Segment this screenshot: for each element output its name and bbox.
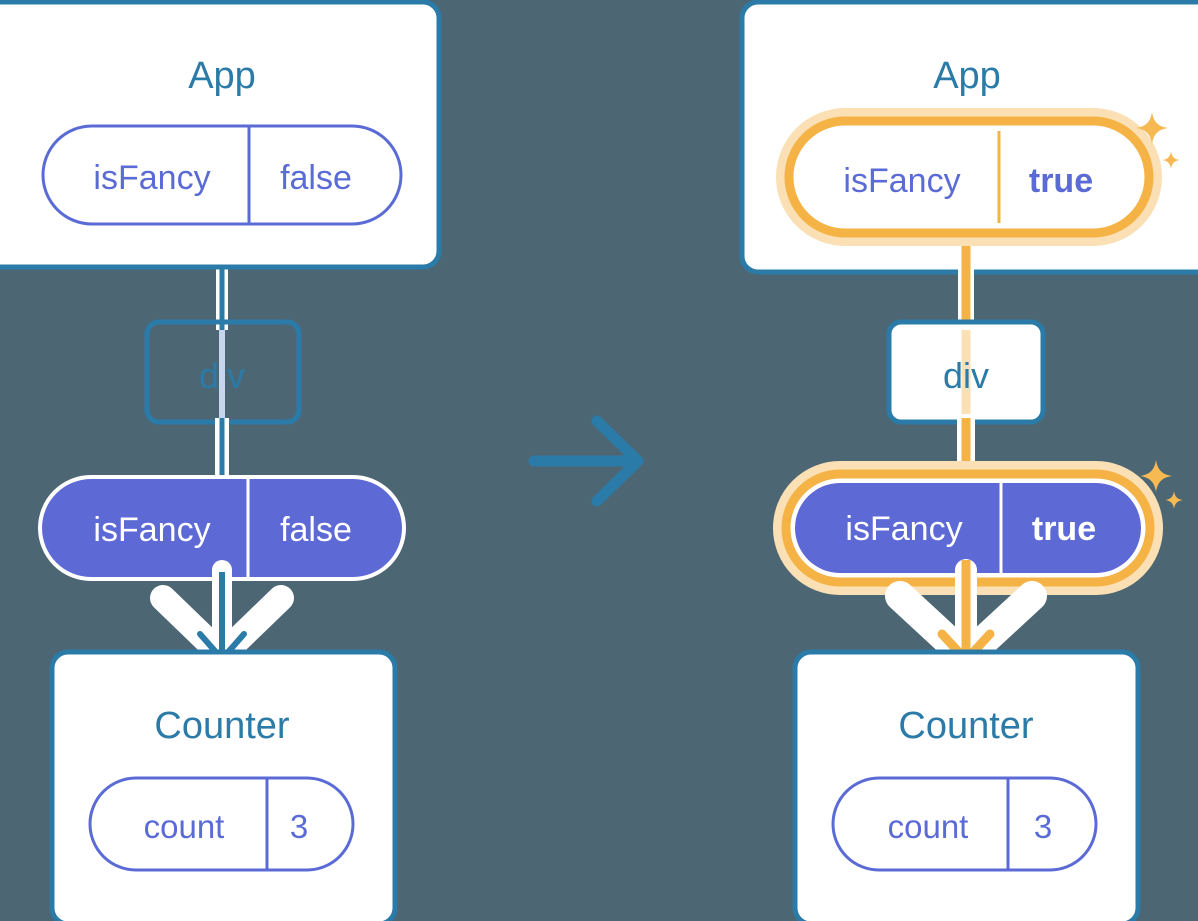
counter-state-pill-key-before: count [144, 808, 225, 845]
arrow-right-icon [528, 415, 644, 507]
app-state-pill-value-after: true [1029, 162, 1093, 200]
app-state-pill-before[interactable]: isFancy false [41, 124, 403, 226]
prop-pill-after[interactable]: isFancy true [773, 461, 1163, 595]
counter-state-pill-before[interactable]: count 3 [88, 776, 355, 872]
counter-card-title-before: Counter [154, 705, 290, 747]
prop-pill-key-before: isFancy [93, 511, 210, 549]
app-state-pill-after[interactable]: isFancy true [776, 108, 1162, 246]
sparkle-bottom-small-icon [1165, 491, 1183, 509]
app-state-pill-key-before: isFancy [93, 159, 210, 197]
prop-pill-key-after: isFancy [845, 510, 962, 548]
div-node-label-after: div [943, 355, 989, 396]
counter-state-pill-value-after: 3 [1034, 808, 1052, 845]
render-arrow-before [150, 560, 294, 668]
prop-pill-value-before: false [280, 511, 352, 549]
app-state-pill-value-before: false [280, 159, 352, 197]
counter-state-pill-after[interactable]: count 3 [831, 776, 1098, 872]
prop-pill-before[interactable]: isFancy false [38, 475, 406, 581]
prop-pill-value-after: true [1032, 510, 1096, 548]
div-node-after[interactable]: div [886, 319, 1046, 425]
app-card-title-before: App [188, 55, 256, 97]
panel-after: App isFancy true [739, 0, 1198, 921]
counter-card-title-after: Counter [898, 705, 1034, 747]
panel-before: App isFancy false div [0, 0, 442, 921]
counter-state-pill-key-after: count [888, 808, 969, 845]
app-card-title-after: App [933, 55, 1001, 97]
counter-state-pill-value-before: 3 [290, 808, 308, 845]
app-state-pill-key-after: isFancy [843, 162, 960, 200]
